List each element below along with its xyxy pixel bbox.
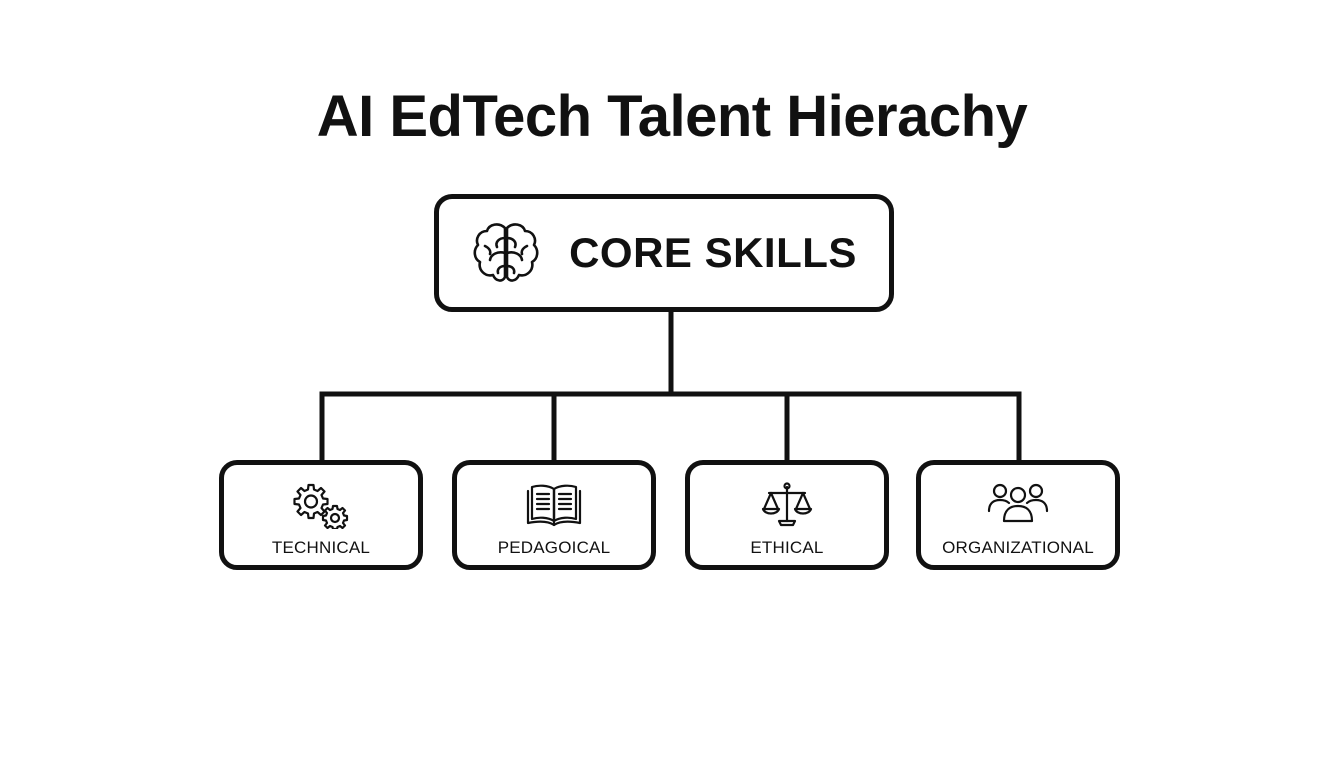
root-node: CORE SKILLS <box>434 194 894 312</box>
brain-icon <box>473 223 539 282</box>
gears-icon <box>293 483 349 529</box>
node-pedagogical: PEDAGOICAL <box>452 460 656 570</box>
root-label: CORE SKILLS <box>569 229 857 276</box>
open-book-icon <box>526 484 582 527</box>
diagram-title: AI EdTech Talent Hierachy <box>316 84 1028 149</box>
node-label-ethical: ETHICAL <box>750 538 824 557</box>
node-label-pedagogical: PEDAGOICAL <box>497 538 611 557</box>
node-label-organizational: ORGANIZATIONAL <box>942 538 1094 557</box>
node-label-technical: TECHNICAL <box>271 538 371 557</box>
node-ethical: ETHICAL <box>685 460 889 570</box>
scales-icon <box>761 482 813 527</box>
node-organizational: ORGANIZATIONAL <box>916 460 1120 570</box>
node-technical: TECHNICAL <box>219 460 423 570</box>
people-group-icon <box>987 483 1049 523</box>
